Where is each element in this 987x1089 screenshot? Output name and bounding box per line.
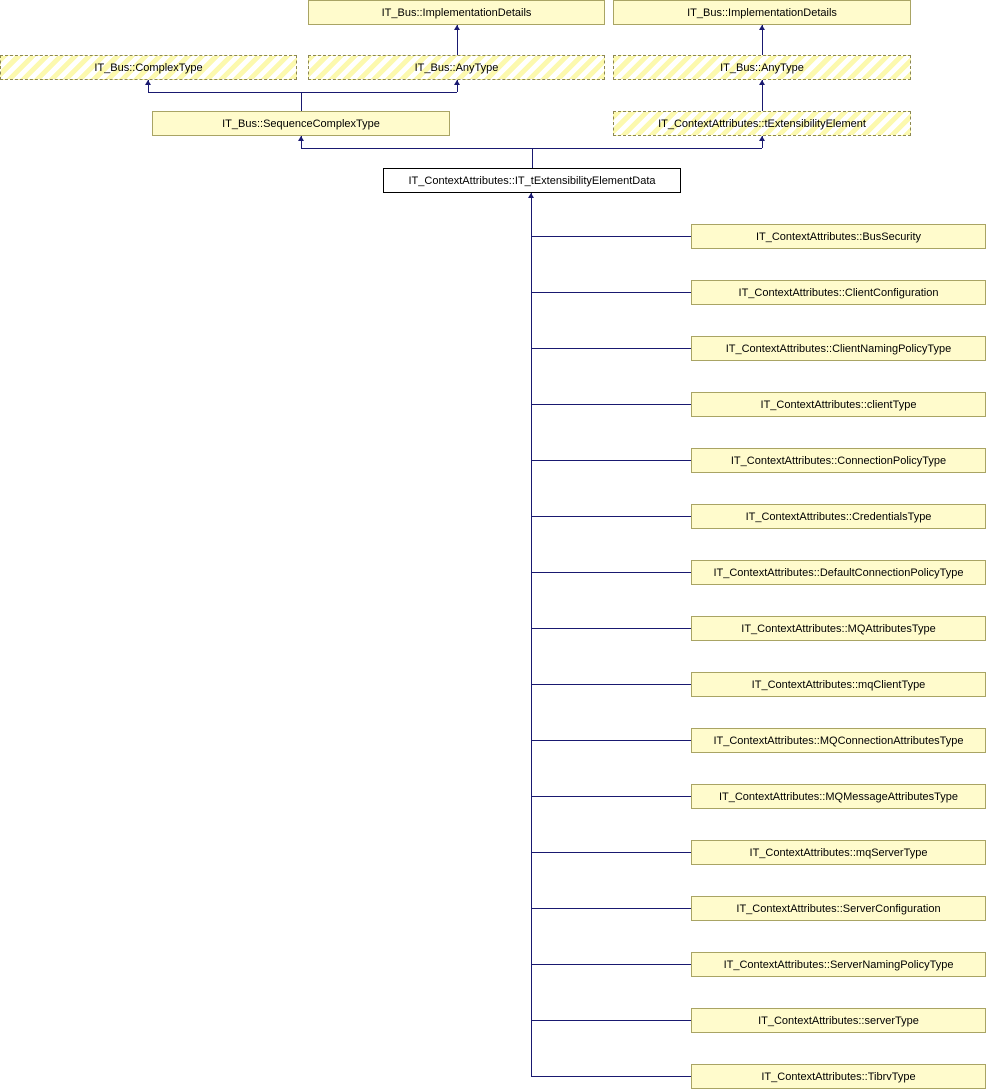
class-box-anytype-right[interactable]: IT_Bus::AnyType (613, 55, 911, 80)
edge-anytype-to-impldetails-right (762, 25, 763, 55)
class-box-derived-10[interactable]: IT_ContextAttributes::MQMessageAttribute… (691, 784, 986, 809)
edge-derived-connector-7 (531, 628, 691, 629)
edge-bus-drop-sequencecomplextype (301, 92, 302, 111)
edge-derived-connector-4 (531, 460, 691, 461)
edge-sct-to-complextype (148, 80, 149, 92)
edge-derived-connector-8 (531, 684, 691, 685)
arrowhead-textensibility-to-anytype (759, 80, 765, 85)
edge-focus-to-sequencecomplextype (301, 136, 302, 148)
edge-derived-connector-9 (531, 740, 691, 741)
edge-sct-to-anytype (457, 80, 458, 92)
class-box-derived-2[interactable]: IT_ContextAttributes::ClientNamingPolicy… (691, 336, 986, 361)
class-box-implementationdetails-left[interactable]: IT_Bus::ImplementationDetails (308, 0, 605, 25)
class-box-derived-5[interactable]: IT_ContextAttributes::CredentialsType (691, 504, 986, 529)
arrowhead-focus-to-sequencecomplextype (298, 136, 304, 141)
edge-derived-connector-14 (531, 1020, 691, 1021)
edge-derived-connector-6 (531, 572, 691, 573)
arrowhead-sct-to-complextype (145, 80, 151, 85)
class-box-derived-0[interactable]: IT_ContextAttributes::BusSecurity (691, 224, 986, 249)
class-box-derived-8[interactable]: IT_ContextAttributes::mqClientType (691, 672, 986, 697)
edge-bus-sequencecomplextype (148, 92, 457, 93)
arrowhead-anytype-to-impldetails-right (759, 25, 765, 30)
edge-bus-focus (301, 148, 762, 149)
arrowhead-sct-to-anytype (454, 80, 460, 85)
edge-anytype-to-impldetails-left (457, 25, 458, 55)
edge-derived-connector-1 (531, 292, 691, 293)
edge-focus-to-textensibilityelement (762, 136, 763, 148)
class-box-derived-14[interactable]: IT_ContextAttributes::serverType (691, 1008, 986, 1033)
class-box-derived-6[interactable]: IT_ContextAttributes::DefaultConnectionP… (691, 560, 986, 585)
class-box-derived-12[interactable]: IT_ContextAttributes::ServerConfiguratio… (691, 896, 986, 921)
class-box-implementationdetails-right[interactable]: IT_Bus::ImplementationDetails (613, 0, 911, 25)
class-box-sequencecomplextype[interactable]: IT_Bus::SequenceComplexType (152, 111, 450, 136)
class-box-derived-1[interactable]: IT_ContextAttributes::ClientConfiguratio… (691, 280, 986, 305)
class-box-textensibilityelement[interactable]: IT_ContextAttributes::tExtensibilityElem… (613, 111, 911, 136)
edge-derived-connector-0 (531, 236, 691, 237)
arrowhead-focus-to-textensibilityelement (759, 136, 765, 141)
edge-derived-connector-5 (531, 516, 691, 517)
edge-derived-connector-3 (531, 404, 691, 405)
edge-derived-connector-12 (531, 908, 691, 909)
class-box-anytype-left[interactable]: IT_Bus::AnyType (308, 55, 605, 80)
edge-derived-connector-15 (531, 1076, 691, 1077)
edge-textensibility-to-anytype (762, 80, 763, 111)
arrowhead-anytype-to-impldetails-left (454, 25, 460, 30)
edge-derived-connector-13 (531, 964, 691, 965)
edge-derived-trunk (531, 193, 532, 1077)
edge-derived-connector-10 (531, 796, 691, 797)
edge-derived-connector-11 (531, 852, 691, 853)
class-box-derived-11[interactable]: IT_ContextAttributes::mqServerType (691, 840, 986, 865)
edge-derived-connector-2 (531, 348, 691, 349)
class-box-derived-3[interactable]: IT_ContextAttributes::clientType (691, 392, 986, 417)
class-box-derived-9[interactable]: IT_ContextAttributes::MQConnectionAttrib… (691, 728, 986, 753)
class-box-focus-it-textensibilityelementdata[interactable]: IT_ContextAttributes::IT_tExtensibilityE… (383, 168, 681, 193)
class-box-derived-4[interactable]: IT_ContextAttributes::ConnectionPolicyTy… (691, 448, 986, 473)
class-box-complextype[interactable]: IT_Bus::ComplexType (0, 55, 297, 80)
class-box-derived-13[interactable]: IT_ContextAttributes::ServerNamingPolicy… (691, 952, 986, 977)
class-box-derived-15[interactable]: IT_ContextAttributes::TibrvType (691, 1064, 986, 1089)
edge-bus-drop-focus (532, 148, 533, 168)
class-box-derived-7[interactable]: IT_ContextAttributes::MQAttributesType (691, 616, 986, 641)
arrowhead-derived-trunk (528, 193, 534, 198)
